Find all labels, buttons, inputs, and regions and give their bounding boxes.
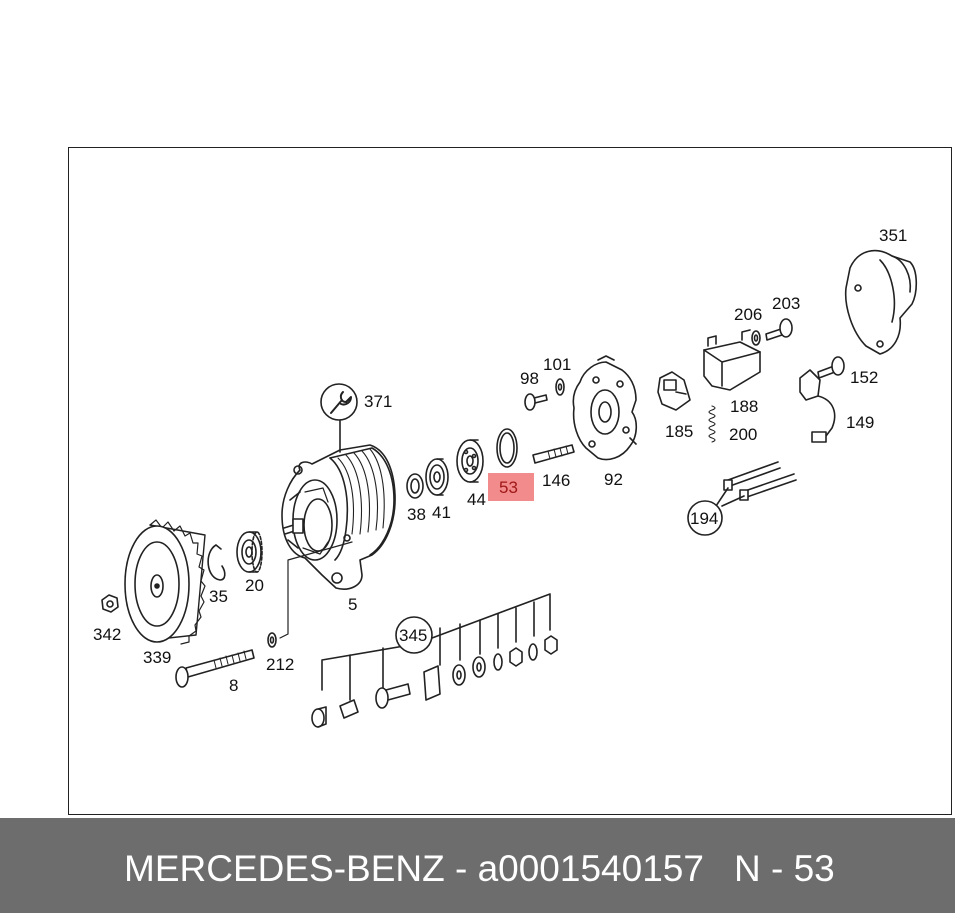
label-185: 185 — [665, 422, 693, 441]
label-41: 41 — [432, 503, 451, 522]
label-345: 345 — [399, 626, 427, 645]
label-5: 5 — [348, 595, 357, 614]
spring-200 — [708, 405, 716, 443]
brush-holder-185 — [657, 371, 691, 411]
highlight-box-53 — [488, 473, 534, 501]
screw-203 — [765, 318, 793, 341]
label-44: 44 — [467, 490, 486, 509]
kit-345 — [311, 593, 558, 728]
position-label: N - 53 — [734, 848, 835, 889]
label-92: 92 — [604, 470, 623, 489]
wires-194 — [687, 461, 797, 536]
end-shield-92 — [572, 355, 638, 461]
label-194: 194 — [690, 509, 718, 528]
bearing-41 — [425, 458, 449, 496]
label-35: 35 — [209, 587, 228, 606]
nut-342 — [101, 594, 119, 613]
label-351: 351 — [879, 226, 907, 245]
label-149: 149 — [846, 413, 874, 432]
label-98: 98 — [520, 369, 539, 388]
label-152: 152 — [850, 368, 878, 387]
cover-351 — [844, 249, 918, 355]
washer-212 — [267, 632, 277, 648]
alternator-housing-5 — [281, 444, 396, 590]
bearing-44 — [456, 439, 484, 483]
label-200: 200 — [729, 425, 757, 444]
label-206: 206 — [734, 305, 762, 324]
ring-38 — [406, 473, 424, 499]
label-8: 8 — [229, 676, 238, 695]
screw-98 — [524, 393, 548, 411]
washer-206 — [751, 330, 761, 346]
label-53: 53 — [499, 478, 518, 497]
label-188: 188 — [730, 397, 758, 416]
seal-ring-53 — [496, 428, 518, 468]
pulley-339 — [124, 519, 206, 645]
label-146: 146 — [542, 471, 570, 490]
regulator-188 — [703, 329, 761, 391]
bearing-20 — [236, 531, 263, 573]
bolt-8 — [175, 649, 255, 688]
footer-bar — [0, 818, 955, 913]
label-339: 339 — [143, 648, 171, 667]
cable-149 — [799, 369, 836, 443]
stud-146 — [532, 444, 575, 464]
circlip-35 — [207, 544, 226, 581]
label-342: 342 — [93, 625, 121, 644]
label-20: 20 — [245, 576, 264, 595]
label-212: 212 — [266, 655, 294, 674]
washer-101 — [555, 378, 565, 396]
label-101: 101 — [543, 355, 571, 374]
label-371: 371 — [364, 392, 392, 411]
wrench-icon-371 — [320, 383, 358, 421]
label-203: 203 — [772, 294, 800, 313]
screw-152 — [817, 356, 845, 379]
brand-part-number: MERCEDES-BENZ - a0001540157 — [124, 848, 704, 889]
label-38: 38 — [407, 505, 426, 524]
